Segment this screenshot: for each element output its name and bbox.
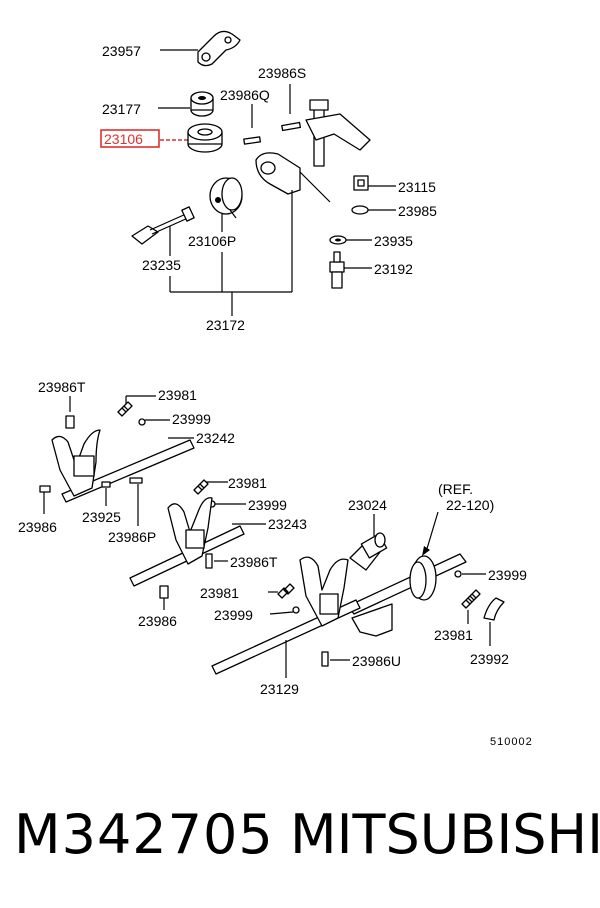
label-23981-b: 23981 (228, 475, 267, 491)
part-23177-nut-icon (190, 91, 214, 117)
label-23999-a: 23999 (172, 411, 211, 427)
part-23985-washer-icon (351, 205, 369, 215)
footer-part-number: M342705 (14, 803, 274, 866)
label-23935: 23935 (374, 233, 413, 249)
part-shift-shaft-icon (255, 99, 371, 195)
part-23243-rail-icon (129, 497, 245, 587)
part-23999-a-ball-icon (138, 418, 146, 426)
label-23235: 23235 (142, 257, 181, 273)
part-23986-b-pin-icon (159, 585, 169, 599)
label-23986-b: 23986 (138, 613, 177, 629)
part-23981-a-spring-icon (117, 401, 133, 417)
label-23957: 23957 (102, 43, 141, 59)
label-23986T-a: 23986T (38, 379, 86, 395)
part-23986-a-pin-icon (39, 485, 51, 493)
label-23986T-b: 23986T (230, 554, 278, 570)
part-23986T-b-pin-icon (205, 553, 213, 569)
part-23981-b-spring-icon (193, 479, 209, 495)
part-23986T-a-pin-icon (65, 415, 75, 429)
ref-line-2: 22-120) (446, 497, 494, 513)
label-23999-d: 23999 (214, 607, 253, 623)
part-23115-block-icon (353, 175, 369, 191)
part-23999-d-ball-icon (292, 606, 300, 614)
label-23981-a: 23981 (158, 387, 197, 403)
label-23106: 23106 (104, 131, 143, 147)
label-23024: 23024 (348, 497, 387, 513)
diagram-code: 510002 (490, 736, 533, 748)
label-23986Q: 23986Q (220, 87, 270, 103)
label-23115: 23115 (398, 179, 436, 195)
label-23986S: 23986S (258, 65, 306, 81)
part-gear-shaft-icon (347, 553, 467, 637)
label-23177: 23177 (102, 101, 141, 117)
part-23235-bolt-icon (131, 206, 195, 245)
part-23999-c-ball-icon (454, 570, 462, 578)
ref-line-1: (REF. (438, 481, 473, 497)
part-23986P-pin-icon (129, 477, 143, 484)
part-23106P-roller-icon (209, 177, 243, 219)
label-23986P: 23986P (108, 529, 156, 545)
part-23106-bearing-icon (187, 123, 223, 153)
part-23129-rail-icon (211, 556, 361, 675)
label-23243: 23243 (268, 516, 307, 532)
part-23986S-pin-icon (281, 121, 302, 132)
part-23024-gear-icon (349, 532, 388, 571)
part-23192-switch-icon (329, 251, 345, 289)
label-23106-highlight (100, 129, 160, 148)
label-23999-c: 23999 (488, 567, 527, 583)
label-23192: 23192 (374, 261, 413, 277)
label-23925: 23925 (82, 509, 121, 525)
part-23925-pin-icon (101, 481, 111, 488)
part-23986Q-pin-icon (243, 136, 261, 145)
part-23981-c-spring-icon (277, 583, 295, 599)
label-23981-c: 23981 (200, 585, 239, 601)
label-23999-b: 23999 (248, 497, 287, 513)
label-23106P: 23106P (188, 233, 236, 249)
label-23992: 23992 (470, 651, 509, 667)
label-23242: 23242 (196, 430, 235, 446)
label-23986U: 23986U (352, 653, 401, 669)
part-23242-rail-icon (51, 429, 195, 503)
label-23985: 23985 (398, 203, 437, 219)
parts-diagram: 23957 23986S 23177 23986Q 23106 23115 (18, 30, 533, 748)
part-23957-lever-icon (197, 30, 241, 67)
label-23172: 23172 (206, 317, 245, 333)
footer-brand: MITSUBISHI (290, 803, 600, 866)
part-23981-d-spring-icon (461, 589, 481, 609)
label-23129: 23129 (260, 681, 299, 697)
label-23981-d: 23981 (434, 627, 473, 643)
part-23986U-pin-icon (321, 651, 329, 667)
part-23992-lever-icon (483, 597, 505, 621)
label-23986-a: 23986 (18, 519, 57, 535)
